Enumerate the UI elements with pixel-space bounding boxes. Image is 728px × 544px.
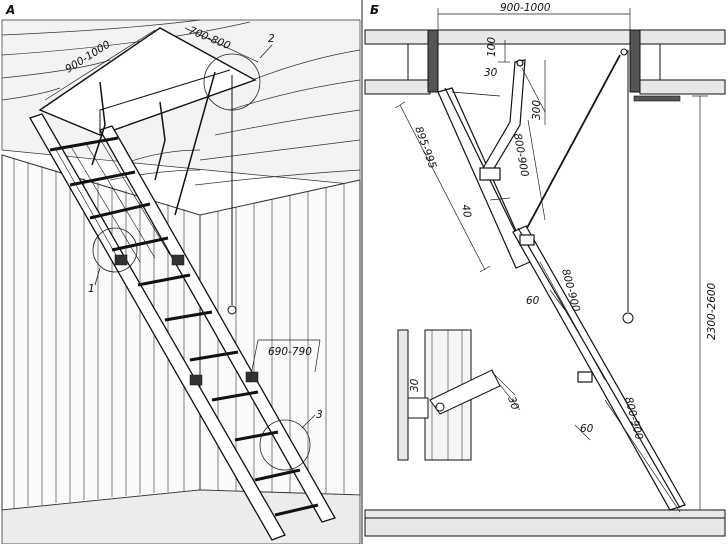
- hinge-detail-inset: [397, 329, 521, 461]
- detail-circle-3: [259, 419, 311, 471]
- panel-b-dimension-lines: [394, 8, 708, 513]
- ladder-side-view: [437, 87, 686, 511]
- spring-and-cord: [526, 48, 681, 324]
- hinge-arm: [479, 59, 593, 383]
- detail-circle-1: [92, 227, 138, 273]
- hatch-lid-edge: [99, 69, 231, 135]
- panel-a-dimension-lines: [44, 27, 321, 381]
- panel-a-letter: А: [5, 3, 15, 17]
- dim-60-low: 60: [580, 423, 594, 435]
- walls: [1, 154, 361, 511]
- dim-800-900-upper: 800-900: [511, 132, 530, 178]
- ladder: [29, 113, 336, 541]
- dim-40: 40: [459, 203, 473, 219]
- dim-300: 300: [531, 100, 543, 120]
- panel-b: Б 900-1000 100 30 300 895-995 800-900 40…: [364, 2, 726, 537]
- dim-height: 2300-2600: [706, 282, 718, 340]
- support-straps: [91, 71, 237, 315]
- panel-b-letter: Б: [370, 3, 379, 17]
- dim-895-995: 895-995: [412, 125, 438, 171]
- dim-30-top: 30: [484, 67, 498, 79]
- dim-ladder-width: 690-790: [268, 346, 312, 358]
- dim-100: 100: [486, 37, 498, 57]
- ceiling-hatch-opening: [38, 27, 257, 136]
- dim-opening-width: 900-1000: [500, 2, 551, 14]
- callout-2: 2: [268, 33, 275, 45]
- panel-a: А 900-1000 700-800 690-790 1 2 3: [1, 3, 361, 544]
- detail-circle-2: [203, 53, 261, 111]
- dim-60-mid: 60: [526, 295, 540, 307]
- callout-1: 1: [88, 283, 95, 295]
- ceiling-section: [364, 29, 726, 537]
- detail-dim-30-a: 30: [409, 378, 421, 392]
- detail-dim-30-b: 30: [505, 395, 521, 412]
- callout-3: 3: [316, 409, 323, 421]
